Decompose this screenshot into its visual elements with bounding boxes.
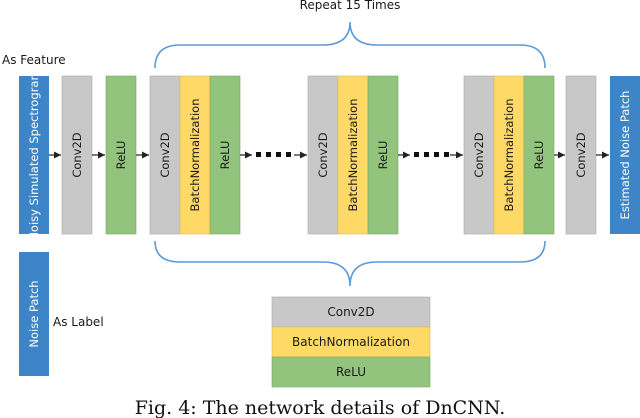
- legend-relu-block: [271, 356, 431, 388]
- group2-conv-block: [307, 75, 339, 235]
- input-block-label: Noisy Simulated Spectrogram: [27, 69, 41, 240]
- legend-bn-label: BatchNormalization: [292, 335, 410, 349]
- output-block-label: Estimated Noise Patch: [618, 91, 632, 220]
- group1-bn-block: [179, 75, 211, 235]
- group2-conv-label: Conv2D: [316, 132, 330, 177]
- repeat-label: Repeat 15 Times: [300, 0, 401, 12]
- first-relu-label: ReLU: [114, 141, 128, 170]
- legend-conv-label: Conv2D: [327, 305, 374, 319]
- noise-patch-label: Noise Patch: [27, 280, 41, 347]
- group1-bn-label: BatchNormalization: [188, 99, 202, 212]
- group3-conv-label: Conv2D: [472, 132, 486, 177]
- as-label-label: As Label: [53, 315, 104, 329]
- legend-bn-block: [271, 326, 431, 358]
- group2-relu-label: ReLU: [376, 141, 390, 170]
- group1-conv-label: Conv2D: [158, 132, 172, 177]
- group3-conv-block: [463, 75, 495, 235]
- bottom-brace: [154, 240, 546, 287]
- group2-relu-block: [367, 75, 399, 235]
- ellipsis-1: [256, 152, 291, 157]
- ellipsis-2: [414, 152, 449, 157]
- group2-bn-block: [337, 75, 369, 235]
- group2-bn-label: BatchNormalization: [346, 99, 360, 212]
- first-conv-label: Conv2D: [70, 132, 84, 177]
- output-block: [610, 76, 640, 234]
- first-conv-block: [61, 75, 93, 235]
- group1-relu-block: [209, 75, 241, 235]
- group3-relu-block: [523, 75, 555, 235]
- input-block: [19, 76, 49, 234]
- top-brace: [154, 21, 546, 69]
- group3-bn-block: [493, 75, 525, 235]
- as-feature-label: As Feature: [2, 53, 66, 67]
- group3-bn-label: BatchNormalization: [502, 99, 516, 212]
- last-conv-block: [565, 75, 597, 235]
- legend-relu-label: ReLU: [336, 365, 366, 379]
- group1-relu-label: ReLU: [218, 141, 232, 170]
- noise-patch-block: [19, 252, 49, 376]
- group3-relu-label: ReLU: [532, 141, 546, 170]
- last-conv-label: Conv2D: [574, 132, 588, 177]
- figure-caption: Fig. 4: The network details of DnCNN.: [135, 397, 506, 418]
- legend-conv-block: [271, 296, 431, 328]
